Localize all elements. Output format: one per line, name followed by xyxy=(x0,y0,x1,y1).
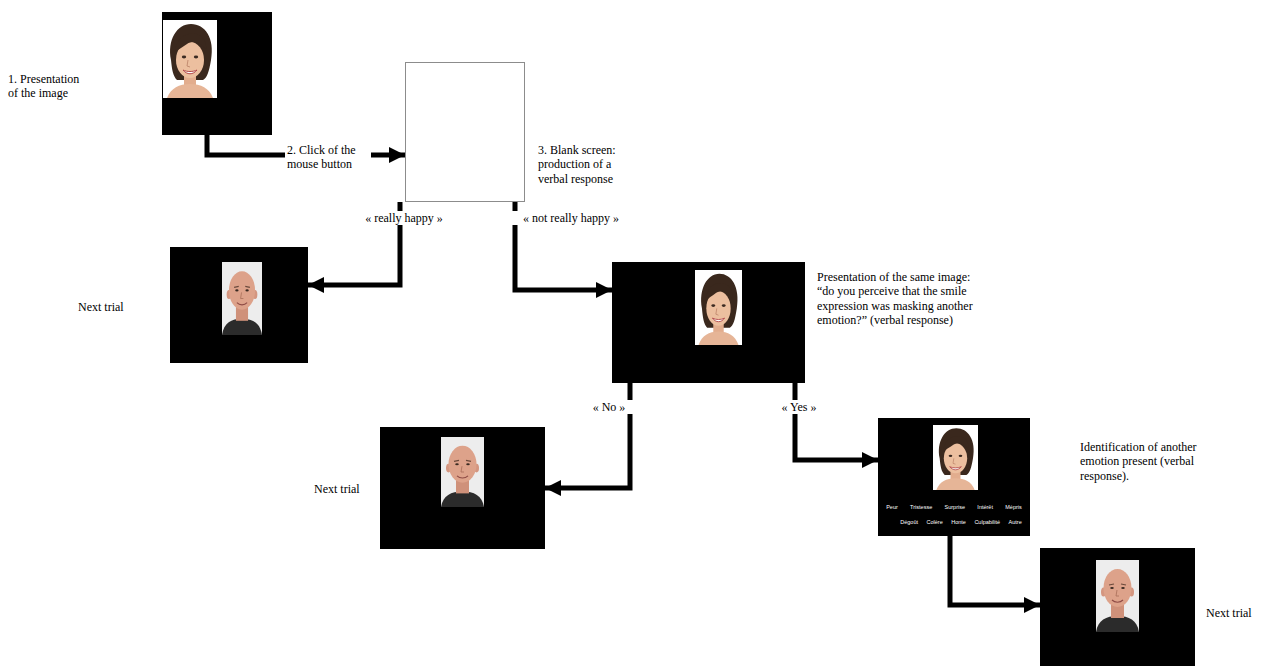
emotion-option: Colère xyxy=(927,519,943,525)
emotion-option: Intérêt xyxy=(977,504,993,510)
identification-screen: Identification of another emotion presen… xyxy=(878,418,1030,536)
screen-caption: Presentation of the same image: “do you … xyxy=(817,270,987,328)
flow-arrow xyxy=(950,536,1040,605)
next-trial-screen: Next trial xyxy=(1040,548,1195,666)
emotion-row: Peur Tristesse Surprise Intérêt Mépris xyxy=(878,504,1030,510)
emotion-option: Culpabilité xyxy=(974,519,1000,525)
man-face-photo xyxy=(441,437,484,507)
screen-caption: Next trial xyxy=(1206,606,1266,620)
blank-screen: 3. Blank screen: production of a verbal … xyxy=(405,62,525,202)
face-image xyxy=(695,270,742,345)
face-image xyxy=(441,437,484,507)
screen-caption: Next trial xyxy=(314,482,376,496)
screen-caption: 1. Presentation of the image xyxy=(8,72,88,101)
emotion-option: Honte xyxy=(951,519,966,525)
edge-label: « really happy » xyxy=(350,211,458,225)
face-image xyxy=(1096,560,1139,632)
face-image xyxy=(163,20,217,98)
emotion-row: Dégoût Colère Honte Culpabilité Autre xyxy=(878,519,1030,525)
stimulus-screen: 1. Presentation of the image xyxy=(162,12,272,135)
emotion-option: Dégoût xyxy=(900,519,918,525)
man-face-photo xyxy=(222,262,262,335)
edge-label: 2. Click of the mouse button xyxy=(285,143,371,172)
woman-face-photo xyxy=(163,20,217,98)
screen-caption: Next trial xyxy=(78,300,148,314)
emotion-option: Tristesse xyxy=(910,504,932,510)
next-trial-screen: Next trial xyxy=(170,247,308,363)
face-image xyxy=(933,425,978,490)
edge-label: « No » xyxy=(584,400,634,414)
emotion-option: Autre xyxy=(1009,519,1022,525)
flow-arrow xyxy=(545,383,630,488)
flow-arrow xyxy=(795,383,878,460)
screen-caption: 3. Blank screen: production of a verbal … xyxy=(538,143,626,186)
question-screen: Presentation of the same image: “do you … xyxy=(612,262,805,383)
next-trial-screen: Next trial xyxy=(380,427,545,549)
edge-label: « Yes » xyxy=(772,400,826,414)
man-face-photo xyxy=(1096,560,1139,632)
edge-label: « not really happy » xyxy=(505,211,637,225)
screen-caption: Identification of another emotion presen… xyxy=(1080,440,1200,483)
emotion-option: Mépris xyxy=(1005,504,1022,510)
face-image xyxy=(222,262,262,335)
emotion-option: Surprise xyxy=(945,504,965,510)
woman-face-photo xyxy=(933,425,978,490)
emotion-option: Peur xyxy=(886,504,898,510)
woman-face-photo xyxy=(695,270,742,345)
